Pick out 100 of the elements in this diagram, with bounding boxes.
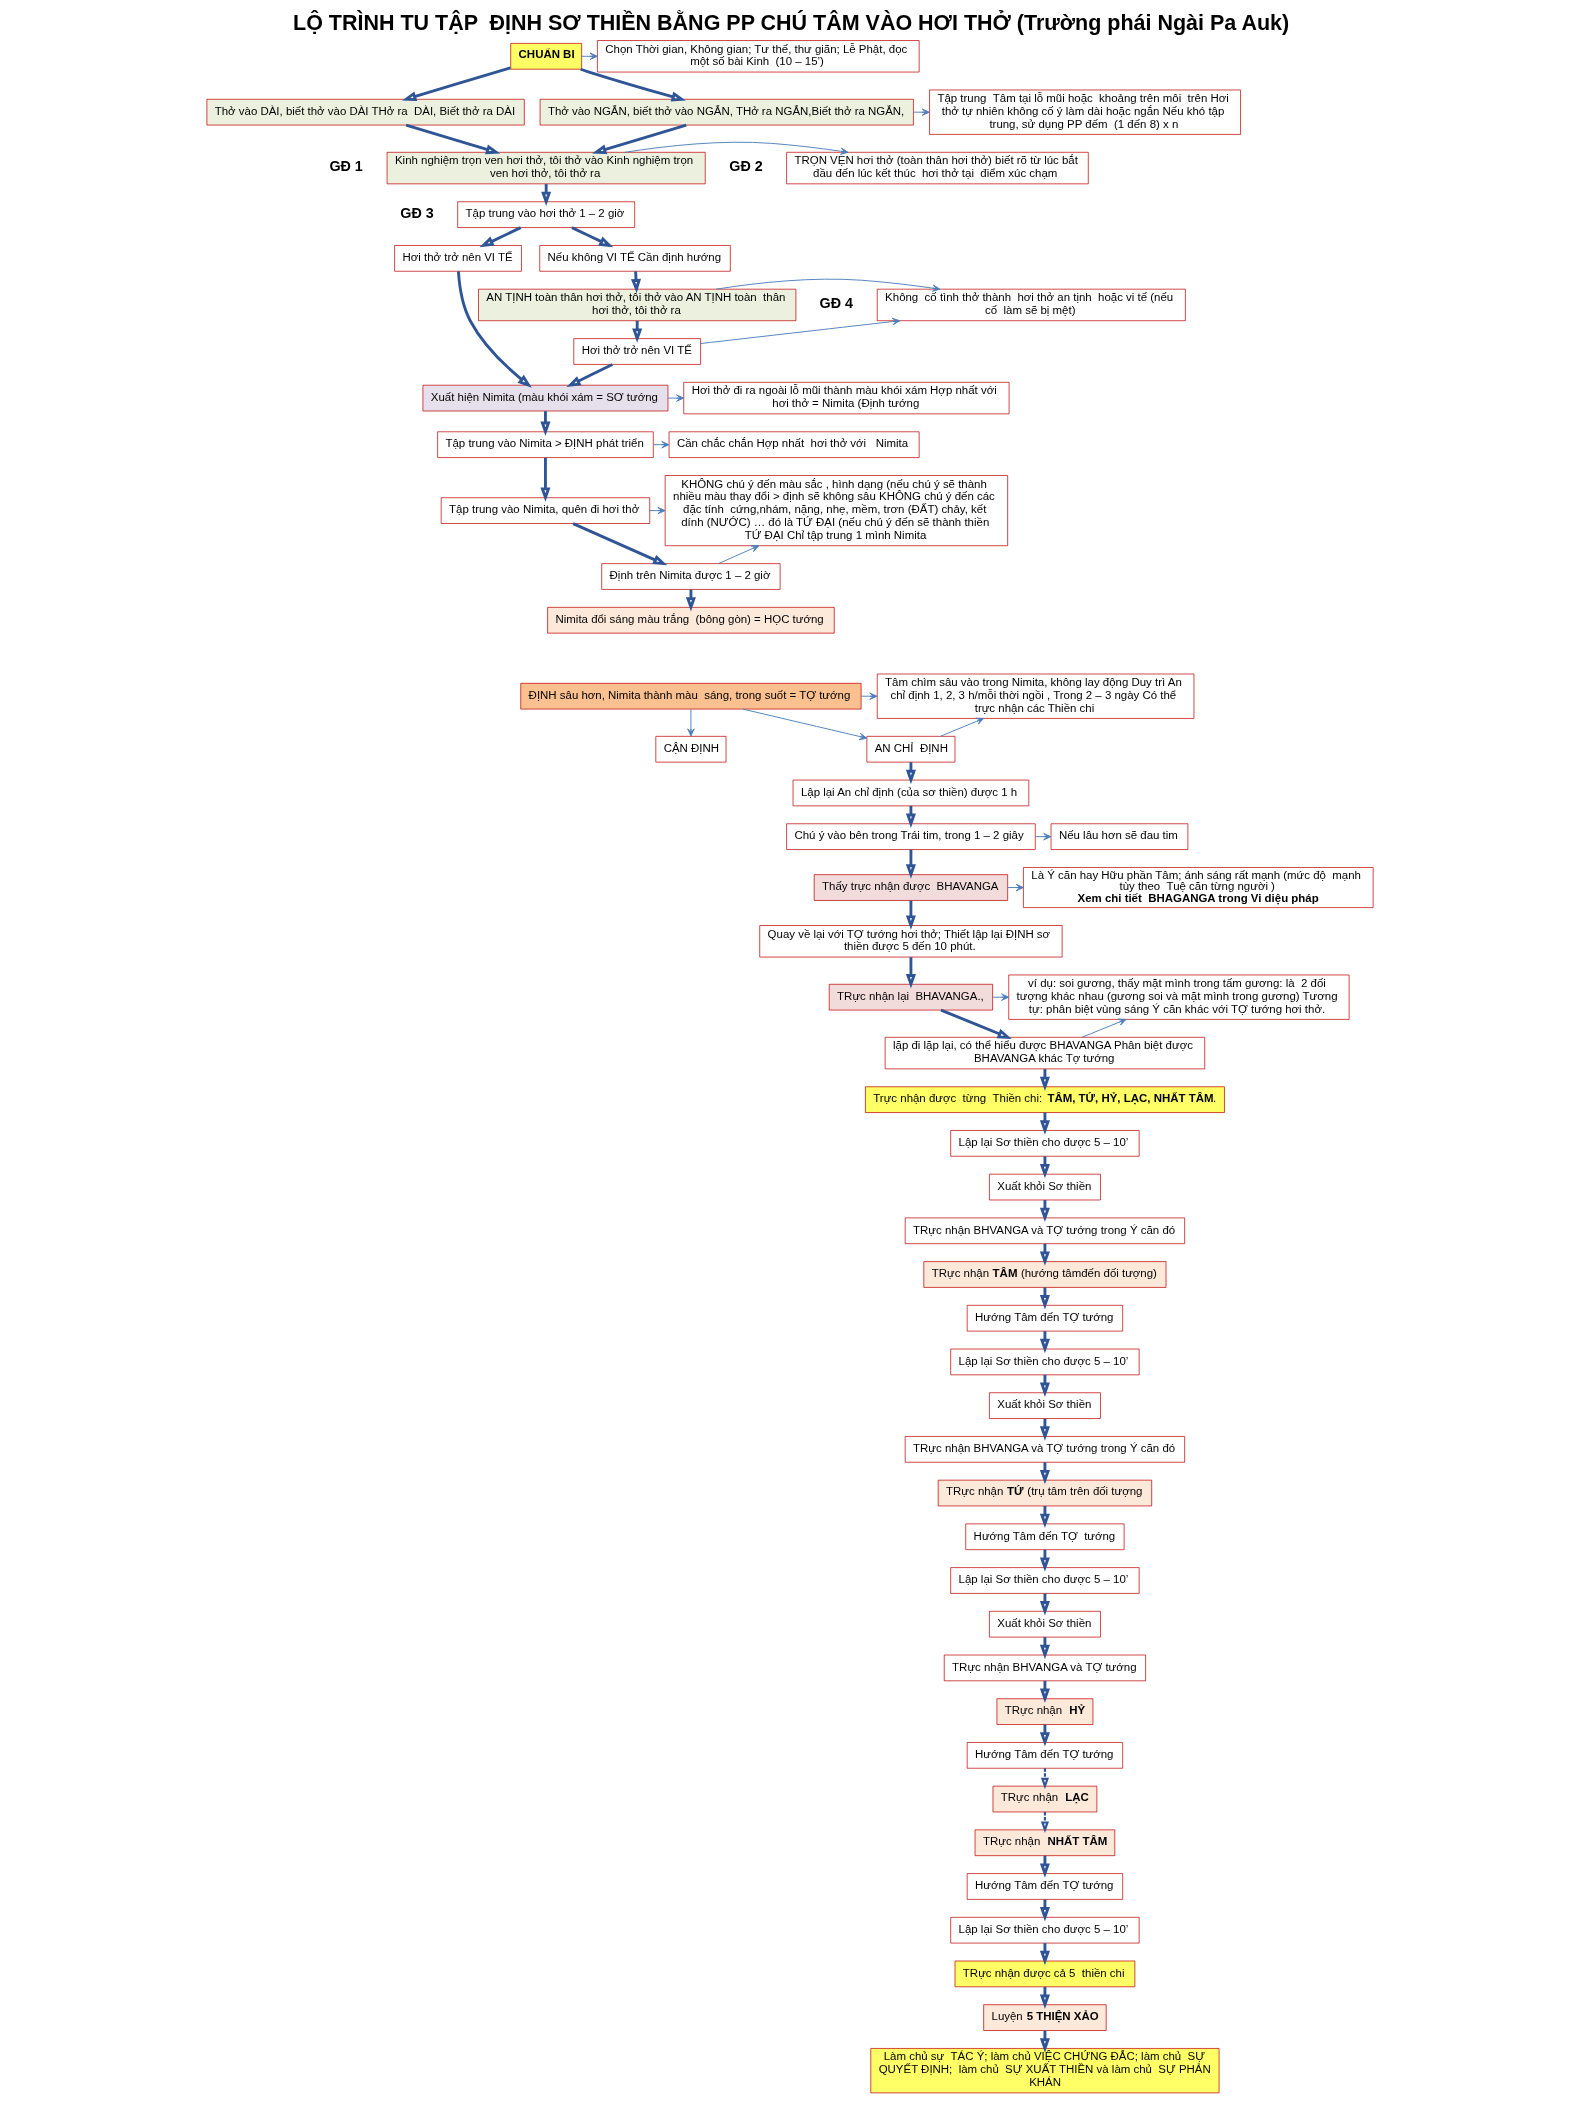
node-box: Chú ý vào bên trong Trái tim, trong 1 – 2 giây bbox=[785, 823, 1036, 850]
arrow bbox=[565, 363, 613, 388]
label: GĐ 4 bbox=[819, 294, 853, 311]
arrow bbox=[1039, 1506, 1050, 1529]
diagram-title: LỘ TRÌNH TU TẬP ĐỊNH SƠ THIỀN BẰNG PP CHÚ TÂM VÀO HƠI THỞ (Trường phái Ngài Pa Auk) bbox=[292, 11, 1289, 36]
arrow bbox=[1039, 1374, 1050, 1397]
node-box: Chọn Thời gian, Không gian; Tư thế, thư giãn; Lễ Phật, đọc một số bài Kinh (10 – 15’) bbox=[596, 40, 920, 73]
arrow bbox=[1039, 1899, 1050, 1922]
arrow bbox=[1040, 1768, 1049, 1790]
arrow bbox=[686, 708, 695, 737]
arrow bbox=[1039, 1986, 1050, 2009]
arrow bbox=[1039, 1331, 1050, 1354]
arrow bbox=[1006, 883, 1024, 892]
node-box: Quay về lại với TỢ tướng hơi thở; Thiết lập lại ĐỊNH sơ thiền được 5 đến 10 phút. bbox=[758, 925, 1062, 958]
arrow bbox=[570, 226, 613, 248]
node-box: Hướng Tâm đến TỢ tướng bbox=[966, 1304, 1123, 1332]
node-box: TRực nhận BHVANGA và TỢ tướng bbox=[943, 1654, 1146, 1682]
arrow bbox=[860, 692, 877, 700]
node-box: Lập lại Sơ thiền cho được 5 – 10’ bbox=[949, 1567, 1139, 1594]
node-box: Thấy trực nhận được BHAVANGA bbox=[813, 874, 1008, 901]
node-box: Cần chắc chắn Hợp nhất hơi thở với Nimita bbox=[668, 431, 920, 458]
node-box: Hướng Tâm đến TỢ tướng bbox=[966, 1742, 1123, 1769]
node-box: Là Ý căn hay Hữu phần Tâm; ánh sáng rất mạnh (mức độ mạnh tùy theo Tuệ căn từng người ) Xem chi tiết BHAGANGA trong Vi diệu pháp bbox=[1022, 867, 1373, 908]
arrow bbox=[939, 717, 984, 737]
node-box: Hơi thở trở nên VI TẾ bbox=[572, 338, 701, 365]
arrow bbox=[623, 141, 848, 155]
arrow bbox=[405, 123, 500, 155]
arrow bbox=[667, 394, 684, 402]
label: GĐ 1 bbox=[328, 157, 363, 174]
arrow bbox=[742, 708, 867, 741]
node-box: Xuất khỏi Sơ thiền bbox=[988, 1392, 1101, 1419]
arrow bbox=[479, 226, 521, 248]
node-box: Lập lại Sơ thiền cho được 5 – 10’ bbox=[949, 1130, 1139, 1157]
node-box: Xuất khỏi Sơ thiền bbox=[988, 1173, 1101, 1201]
arrow bbox=[1039, 1943, 1050, 1966]
node-box: Thở vào DÀI, biết thở vào DÀI THở ra DÀI, Biết thở ra DÀI bbox=[206, 98, 525, 126]
arrow bbox=[1039, 1637, 1050, 1660]
node-box: Không cố tình thở thành hơi thở an tịnh hoặc vi tế (nếu cố làm sẽ bị mệt) bbox=[876, 288, 1186, 322]
node-box: Định trên Nimita được 1 – 2 giờ bbox=[600, 563, 780, 590]
node-box: Tâm chìm sâu vào trong Nimita, không lay động Duy trì An chỉ định 1, 2, 3 h/mỗi thời ngồi , Trong 2 – 3 ngày Có thể trực nhận các Thiền chi bbox=[876, 673, 1194, 719]
node-box: Lập lại Sơ thiền cho được 5 – 10’ bbox=[949, 1348, 1139, 1376]
node-box: TRực nhận được cả 5 thiền chi bbox=[954, 1960, 1135, 1988]
arrow bbox=[1081, 1018, 1126, 1038]
arrow bbox=[1039, 1462, 1050, 1485]
arrow bbox=[401, 66, 511, 102]
node-box: TRực nhận lại BHAVANGA., bbox=[828, 983, 993, 1011]
node-box: AN TỊNH toàn thân hơi thở, tôi thở vào AN TỊNH toàn thân hơi thở, tôi thở ra bbox=[477, 288, 796, 322]
arrow bbox=[905, 762, 916, 785]
node-box: CHUẨN BI bbox=[509, 43, 582, 70]
node-box: Hướng Tâm đến TỢ tướng bbox=[964, 1523, 1124, 1551]
arrow bbox=[539, 411, 550, 436]
node-box: TRực nhận TÂM (hướng tâmđến đối tượng) bbox=[922, 1261, 1166, 1288]
node-box: TRực nhận LẠC bbox=[992, 1785, 1097, 1813]
node-box: Nimita đổi sáng màu trắng (bông gòn) = HỌC tướng bbox=[546, 607, 835, 634]
arrow bbox=[572, 522, 667, 566]
arrow bbox=[905, 849, 916, 879]
node-box: Nếu không VI TẾ Cần định hướng bbox=[538, 245, 731, 272]
node-box: AN CHỈ ĐỊNH bbox=[866, 736, 955, 763]
arrow bbox=[540, 184, 551, 206]
node-box: Hơi thở đi ra ngoài lỗ mũi thành màu khói xám Hợp nhất với hơi thở = Nimita (Định tướng bbox=[682, 381, 1009, 415]
arrow bbox=[1039, 1287, 1050, 1310]
node-box: Xuất hiện Nimita (màu khói xám = SƠ tướng bbox=[422, 384, 668, 412]
arrow bbox=[591, 123, 687, 155]
node-box: Trực nhận được từng Thiền chi: TÂM, TỨ, HỶ, LẠC, NHẤT TÂM. bbox=[864, 1086, 1225, 1113]
node-box: Kinh nghiệm trọn ven hơi thở, tôi thở vào Kinh nghiệm trọn ven hơi thở, tôi thở ra bbox=[386, 151, 706, 185]
node-box: Tập trung vào Nimita, quên đi hơi thở bbox=[440, 497, 650, 524]
node-box: TRực nhận HỶ bbox=[996, 1698, 1093, 1725]
node-box: TRực nhận BHVANGA và TỢ tướng trong Ý căn đó bbox=[904, 1217, 1185, 1245]
node-box: Lập lại An chỉ định (của sơ thiền) được 1 h bbox=[792, 779, 1029, 807]
node-box: TRực nhận BHVANGA và TỢ tướng trong Ý căn đó bbox=[904, 1436, 1185, 1463]
arrow bbox=[1039, 1593, 1050, 1616]
node-box: ĐỊNH sâu hơn, Nimita thành màu sáng, trong suốt = TỢ tướng bbox=[519, 682, 861, 710]
node-box: Hướng Tâm đến TỢ tướng bbox=[966, 1873, 1123, 1900]
node-box: Xuất khỏi Sơ thiền bbox=[988, 1610, 1101, 1638]
node-box: Tập trung vào Nimita > ĐỊNH phát triển bbox=[436, 431, 654, 458]
node-box: Thở vào NGẮN, biết thở vào NGẮN, THở ra NGẮN,Biết thở ra NGẮN, bbox=[539, 98, 914, 126]
arrow bbox=[456, 271, 532, 388]
node-box: Tập trung vào hơi thở 1 – 2 giờ bbox=[456, 201, 635, 228]
arrow bbox=[685, 589, 696, 612]
arrow bbox=[905, 957, 916, 989]
arrow bbox=[699, 317, 900, 344]
node-box: CẬN ĐỊNH bbox=[654, 736, 726, 763]
node-box: Tập trung Tâm tại lỗ mũi hoặc khoảng trên môi trên Hơi thở tự nhiên không cố ý làm dài hoặc ngắn Nếu khó tập trung, sử dụng PP đếm (1 đến 8) x n bbox=[928, 89, 1241, 135]
arrow bbox=[1034, 832, 1051, 841]
arrow bbox=[1039, 1200, 1050, 1223]
arrow bbox=[1039, 1069, 1050, 1091]
node-box: TRỌN VẸN hơi thở (toàn thân hơi thở) biết rõ từ lúc bắt đầu đến lúc kết thúc hơi thở tại điểm xúc chạm bbox=[785, 151, 1089, 185]
node-box: TRực nhận NHẤT TÂM bbox=[974, 1829, 1115, 1857]
node-box: KHÔNG chú ý đến màu sắc , hình dạng (nếu chú ý sẽ thành nhiều màu thay đổi > định sẽ không sâu KHÔNG chú ý đến các đặc tính cứng,nhám, nặng, nhẹ, mềm, trơn (ĐẤT) chảy, kết dính (NƯỚC) … đó là TỨ ĐẠI (nếu chú ý đến sẽ thành thiền TỨ ĐẠI Chỉ tập trung 1 mình Nimita bbox=[664, 475, 1008, 547]
arrow bbox=[1039, 1156, 1050, 1179]
node-box: Hơi thở trở nên VI TẾ bbox=[393, 245, 522, 272]
arrow bbox=[939, 1008, 1012, 1039]
arrow bbox=[912, 108, 930, 116]
arrow bbox=[991, 993, 1009, 1001]
arrow bbox=[539, 457, 550, 502]
arrow bbox=[717, 545, 759, 564]
arrow bbox=[905, 900, 916, 930]
label: GĐ 2 bbox=[728, 157, 763, 174]
arrow bbox=[1039, 1680, 1050, 1703]
node-box: Nếu lâu hơn sẽ đau tim bbox=[1050, 823, 1188, 850]
